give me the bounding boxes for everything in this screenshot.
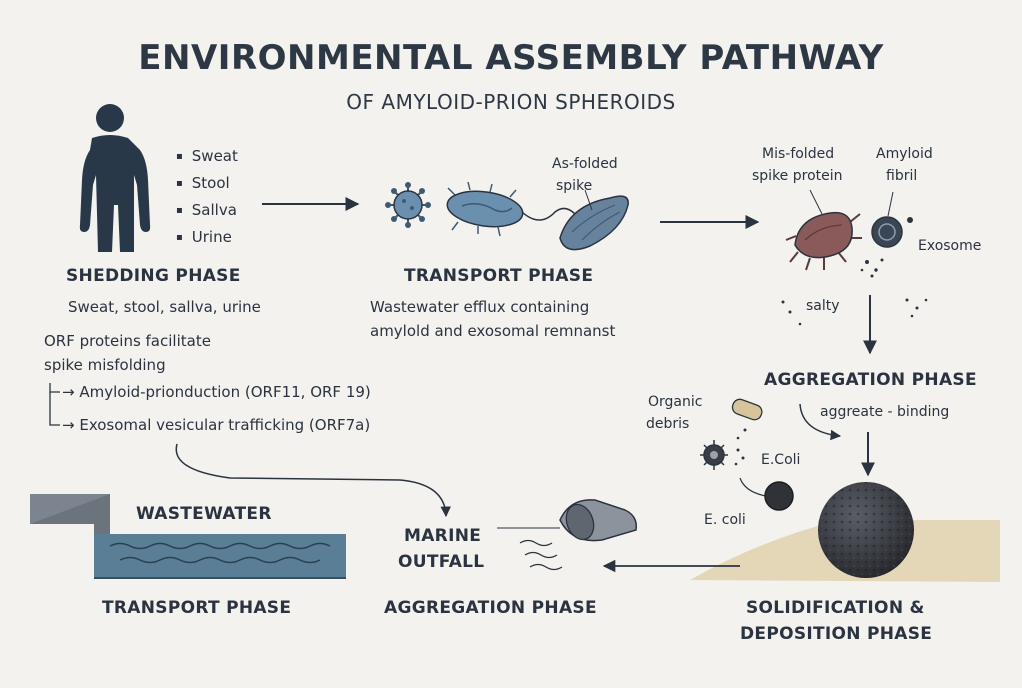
shedding-outputs-list: Sweat Stool Sallva Urine xyxy=(176,144,238,252)
output-saliva: Sallva xyxy=(176,198,238,225)
shedding-description: Sweat, stool, sallva, urine xyxy=(68,298,261,316)
spike-label-line2: spike xyxy=(556,178,593,194)
ecoli-particle-icon xyxy=(764,481,794,511)
orf-item-exosomal: → Exosomal vesicular trafficking (ORF7a) xyxy=(62,416,371,434)
orf-text-line1: ORF proteins facilitate xyxy=(44,332,211,350)
orf-text-line2: spike misfolding xyxy=(44,356,166,374)
shedding-phase-label: SHEDDING PHASE xyxy=(66,266,241,286)
wastewater-channel-icon xyxy=(30,494,346,579)
wastewater-label: WASTEWATER xyxy=(136,504,272,524)
misfolded-label-line1: Mis-folded xyxy=(762,146,835,162)
page-title: ENVIRONMENTAL ASSEMBLY PATHWAY xyxy=(138,38,884,78)
arrow-orf-to-outfall xyxy=(175,443,451,518)
misfolded-label-line2: spike protein xyxy=(752,168,843,184)
marine-outfall-label-line2: OUTFALL xyxy=(398,552,485,572)
spheroid-icon xyxy=(818,482,914,578)
water-waves-icon xyxy=(519,539,563,571)
exosome-label: Exosome xyxy=(918,238,982,254)
misfolded-protein-icon xyxy=(785,189,862,271)
solidification-label-line2: DEPOSITION PHASE xyxy=(740,624,933,644)
output-sweat: Sweat xyxy=(176,144,238,171)
transport-desc-line2: amylold and exosomal remnanst xyxy=(370,322,616,340)
ecoli-leader-line xyxy=(739,477,767,497)
virus-icon xyxy=(385,182,431,228)
aggregation-phase-label: AGGREGATION PHASE xyxy=(764,370,977,390)
orf-item-exosomal-text: Exosomal vesicular trafficking (ORF7a) xyxy=(79,416,371,434)
particle-dots xyxy=(781,258,928,326)
arrow-binding-curve xyxy=(799,403,842,441)
orf-bracket xyxy=(49,383,60,426)
spike-label-line1: As-folded xyxy=(552,156,618,172)
folded-spike-icon xyxy=(559,189,629,251)
organic-debris-label-line1: Organic xyxy=(648,394,703,410)
marine-outfall-label-line1: MARINE xyxy=(404,526,482,546)
salty-label: salty xyxy=(806,298,840,314)
bottom-aggregation-phase-label: AGGREGATION PHASE xyxy=(384,598,597,618)
page-subtitle: OF AMYLOID-PRION SPHEROIDS xyxy=(346,90,676,114)
solidification-label-line1: SOLIDIFICATION & xyxy=(746,598,925,618)
ecoli-icon xyxy=(700,440,745,470)
bottom-transport-phase-label: TRANSPORT PHASE xyxy=(102,598,292,618)
bacterium-icon xyxy=(446,181,576,237)
outfall-pipe-icon xyxy=(497,499,638,542)
orf-item-amyloid: → Amyloid-prionduction (ORF11, ORF 19) xyxy=(62,383,371,401)
output-stool: Stool xyxy=(176,171,238,198)
human-silhouette-icon xyxy=(79,104,151,252)
orf-item-amyloid-text: Amyloid-prionduction (ORF11, ORF 19) xyxy=(79,383,371,401)
transport-desc-line1: Wastewater efflux containing xyxy=(370,298,590,316)
organic-debris-icon xyxy=(731,398,763,440)
amyloid-label-line2: fibril xyxy=(886,168,918,184)
amyloid-fibril-icon xyxy=(871,191,913,248)
output-urine: Urine xyxy=(176,225,238,252)
amyloid-label-line1: Amyloid xyxy=(876,146,933,162)
organic-debris-label-line2: debris xyxy=(646,416,690,432)
aggregate-binding-label: aggreate - binding xyxy=(820,404,950,420)
transport-phase-label: TRANSPORT PHASE xyxy=(404,266,594,286)
ecoli-label-2: E. coli xyxy=(704,512,746,528)
ecoli-label-1: E.Coli xyxy=(761,452,801,468)
